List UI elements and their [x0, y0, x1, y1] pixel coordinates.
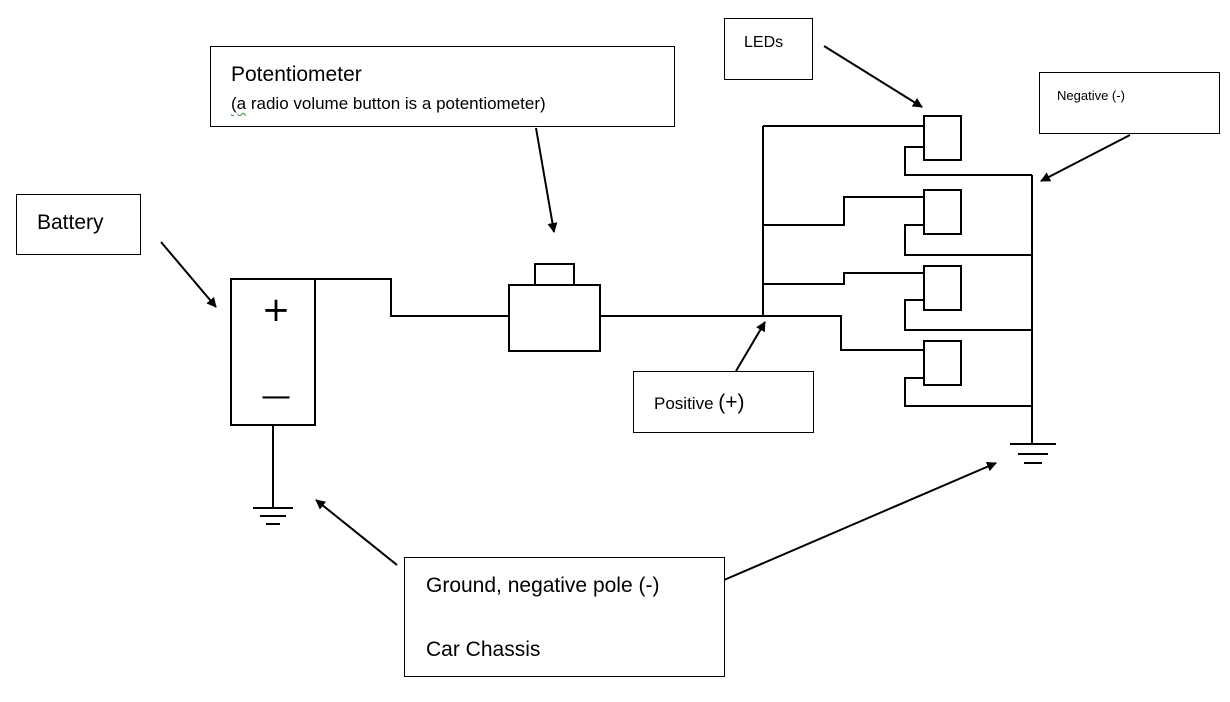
positive-label-sign: (+) — [718, 391, 745, 414]
arrow-potentiometer — [535, 127, 558, 233]
led2-negative-wire — [904, 224, 1032, 256]
battery-plus-symbol: + — [262, 290, 291, 330]
potentiometer-knob — [534, 263, 575, 286]
arrow-battery — [160, 241, 217, 308]
battery-label-box: Battery — [16, 194, 141, 255]
leds-label-box: LEDs — [724, 18, 813, 80]
battery-body — [230, 278, 316, 426]
arrow-positive — [735, 321, 766, 372]
arrow-ground-right — [723, 461, 997, 581]
arrow-ground-left — [315, 499, 398, 566]
potentiometer-note-rest: radio volume button is a potentiometer) — [246, 94, 546, 113]
potentiometer-body — [508, 284, 601, 352]
ground-label-line2: Car Chassis — [426, 638, 541, 661]
led-ground-symbol — [1010, 443, 1056, 464]
potentiometer-label-box: Potentiometer (a radio volume button is … — [210, 46, 675, 127]
positive-label-box: Positive (+) — [633, 371, 814, 433]
wire-battery-to-potentiometer — [315, 278, 509, 317]
arrow-negative — [1040, 134, 1131, 182]
arrow-leds — [823, 45, 923, 108]
led-4 — [923, 340, 962, 386]
positive-label-text: Positive — [654, 394, 719, 413]
led3-negative-wire — [904, 299, 1032, 331]
battery-ground-symbol — [253, 507, 293, 525]
led-2 — [923, 189, 962, 235]
positive-label: Positive (+) — [654, 392, 745, 413]
ground-label-line1: Ground, negative pole (-) — [426, 574, 660, 597]
leds-label: LEDs — [744, 34, 784, 51]
negative-label: Negative (-) — [1057, 88, 1125, 103]
potentiometer-title: Potentiometer — [231, 63, 362, 86]
led3-positive-wire — [763, 272, 924, 285]
potentiometer-note: (a radio volume button is a potentiomete… — [231, 95, 546, 112]
battery-minus-symbol: — — [261, 379, 291, 414]
led2-positive-wire — [763, 196, 924, 226]
led-3 — [923, 265, 962, 311]
led4-negative-wire — [904, 377, 1032, 407]
ground-label-box: Ground, negative pole (-) Car Chassis — [404, 557, 725, 677]
potentiometer-note-first: (a — [231, 94, 247, 113]
led-1 — [923, 115, 962, 161]
led4-positive-wire — [763, 315, 924, 351]
negative-label-box: Negative (-) — [1039, 72, 1220, 134]
battery-label: Battery — [37, 211, 104, 234]
led1-negative-wire — [904, 146, 1032, 176]
